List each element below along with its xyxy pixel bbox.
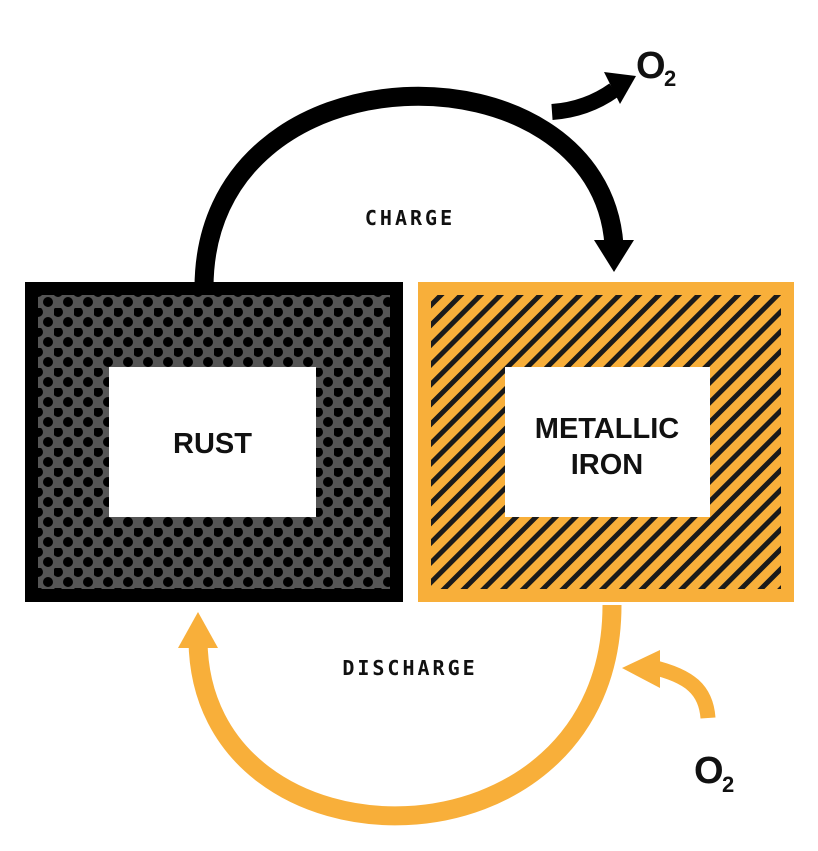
iron-label-line-1: METALLIC [535,413,679,445]
oxygen-out-label: O 2 [636,45,676,91]
discharge-arrowhead [178,612,218,648]
oxygen-in-arrow [622,650,716,719]
discharge-arrow [178,604,622,826]
rust-box: RUST [25,282,403,602]
iron-label-line-2: IRON [571,449,644,481]
oxygen-out-subscript: 2 [664,66,676,91]
charge-arrowhead [594,240,634,272]
charge-label: CHARGE [365,206,455,230]
oxygen-out-arrow [551,72,636,120]
iron-label-panel [505,367,710,517]
rust-label-panel [109,367,316,517]
oxygen-in-symbol: O [694,750,724,792]
oxygen-out-curve [551,83,619,120]
oxygen-out-arrowhead [604,72,636,104]
oxygen-in-subscript: 2 [722,772,734,797]
oxygen-out-symbol: O [636,45,666,87]
discharge-arc [188,604,622,826]
metallic-iron-box: METALLIC IRON [418,282,794,602]
charge-arc [194,86,624,289]
oxygen-in-arrowhead [622,650,660,688]
rust-label: RUST [173,428,252,460]
discharge-label: DISCHARGE [342,656,477,680]
oxygen-in-curve [650,659,716,719]
charge-arrow [194,86,634,289]
oxygen-in-label: O 2 [694,750,734,797]
